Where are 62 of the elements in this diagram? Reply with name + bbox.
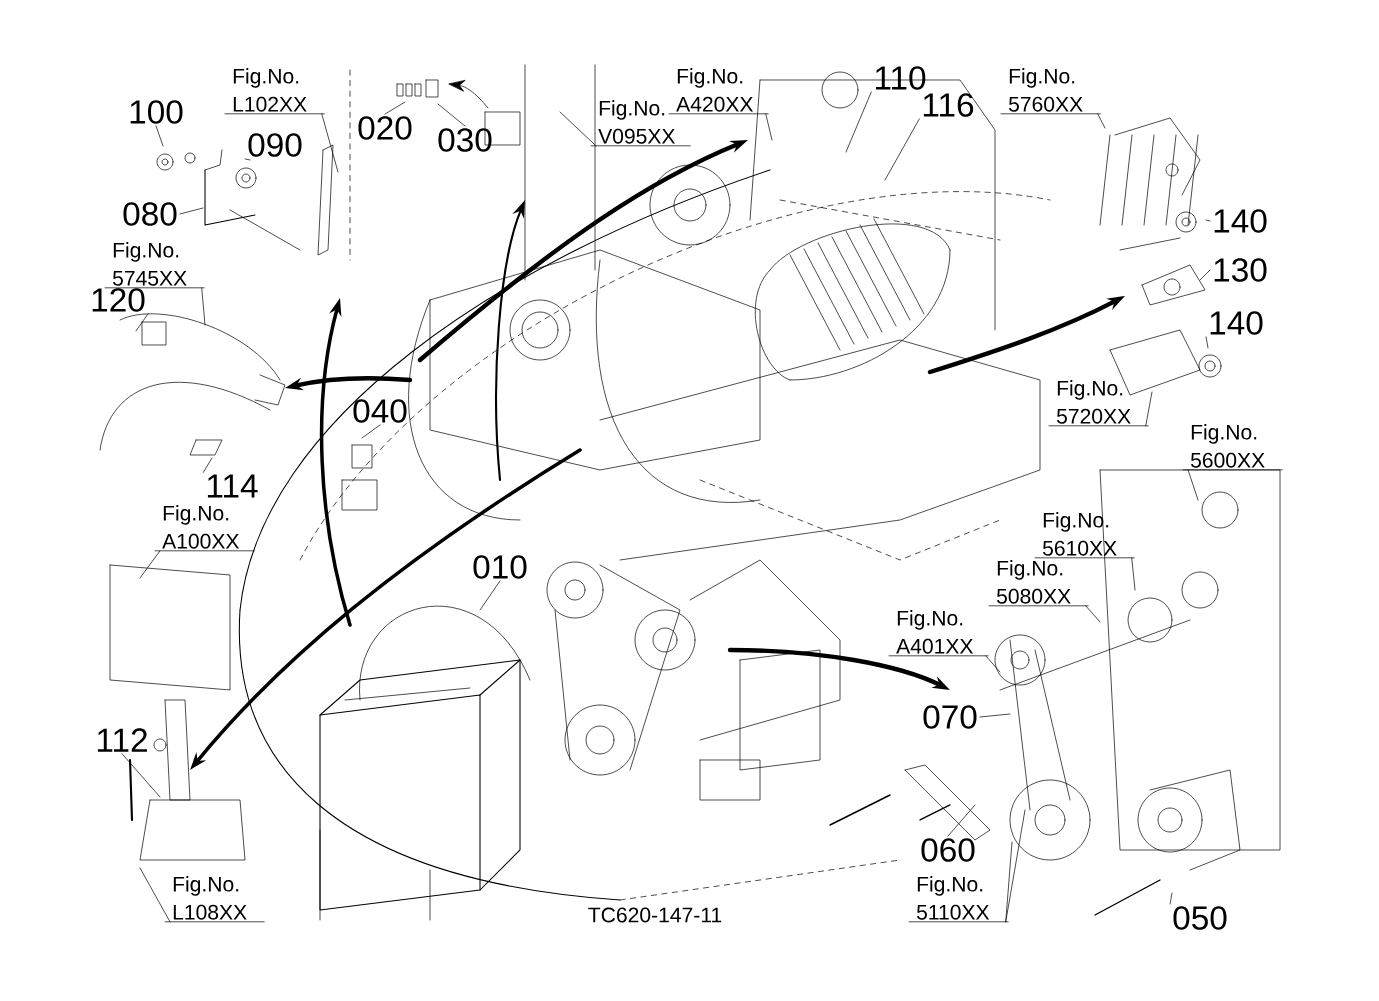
- leader-line: [947, 804, 976, 837]
- callout-number: 120: [92, 288, 145, 312]
- leader-line: [1085, 605, 1101, 623]
- leader-line: [559, 111, 597, 147]
- callout-number: 140: [1214, 209, 1267, 233]
- figure-reference: Fig.No. 5610XX: [1034, 512, 1135, 559]
- callout-number: 060: [921, 838, 975, 862]
- callout-number: 110: [875, 66, 926, 90]
- leader-line: [1145, 391, 1153, 427]
- leader-line: [1199, 269, 1211, 281]
- figure-reference: Fig.No. 5110XX: [908, 876, 1009, 923]
- figure-reference: Fig.No. A100XX: [154, 505, 255, 552]
- callout-number: 112: [97, 728, 147, 752]
- leader-line: [121, 753, 161, 798]
- leader-line: [1205, 219, 1211, 222]
- leader-line: [139, 550, 161, 579]
- leader-line: [1205, 336, 1209, 349]
- leader-line: [1169, 892, 1173, 905]
- callout-number: 010: [473, 555, 527, 579]
- callout-number: 080: [123, 202, 177, 226]
- leader-line: [884, 118, 920, 181]
- leader-line: [361, 424, 381, 439]
- figure-reference: Fig.No. L102XX: [224, 68, 325, 115]
- figure-reference: Fig.No. 5760XX: [1000, 68, 1101, 115]
- callout-number: 100: [130, 100, 183, 124]
- leader-line: [1097, 113, 1106, 129]
- leader-line: [979, 713, 1011, 718]
- figure-reference: Fig.No. 5080XX: [988, 560, 1089, 607]
- callout-number: 130: [1214, 258, 1267, 282]
- figure-reference: Fig.No. 5745XX: [104, 242, 205, 289]
- callout-number: 114: [207, 474, 258, 498]
- leader-line: [765, 113, 773, 141]
- leader-line: [201, 287, 206, 326]
- callout-number: 140: [1210, 311, 1263, 335]
- figure-reference: Fig.No. 5720XX: [1048, 380, 1149, 427]
- callout-number: 116: [923, 93, 974, 117]
- callout-number: 040: [353, 399, 407, 423]
- callout-number: 030: [438, 128, 492, 152]
- leader-line: [985, 655, 1001, 673]
- callout-number: 050: [1173, 906, 1227, 930]
- callout-number: 090: [248, 133, 302, 157]
- leader-line: [139, 867, 171, 923]
- figure-reference: Fig.No. A401XX: [888, 610, 989, 657]
- leader-line: [244, 158, 251, 161]
- leader-line: [202, 457, 213, 473]
- leader-line: [135, 313, 149, 332]
- callout-number: 070: [923, 705, 977, 729]
- leader-line: [155, 125, 164, 147]
- figure-reference: Fig.No. L108XX: [164, 876, 265, 923]
- leader-line: [437, 103, 466, 127]
- leader-line: [1131, 557, 1136, 591]
- callout-number: 020: [358, 116, 412, 140]
- leader-line: [179, 207, 204, 215]
- drawing-number: TC620-147-11: [588, 907, 722, 923]
- figure-reference: Fig.No. 5600XX: [1182, 424, 1283, 471]
- leader-line: [384, 101, 406, 115]
- leader-line: [321, 113, 339, 173]
- leader-line: [479, 580, 501, 611]
- leader-line: [845, 91, 872, 153]
- figure-reference: Fig.No. A420XX: [668, 68, 769, 115]
- leader-line: [1187, 469, 1199, 501]
- leader-line: [1005, 809, 1026, 923]
